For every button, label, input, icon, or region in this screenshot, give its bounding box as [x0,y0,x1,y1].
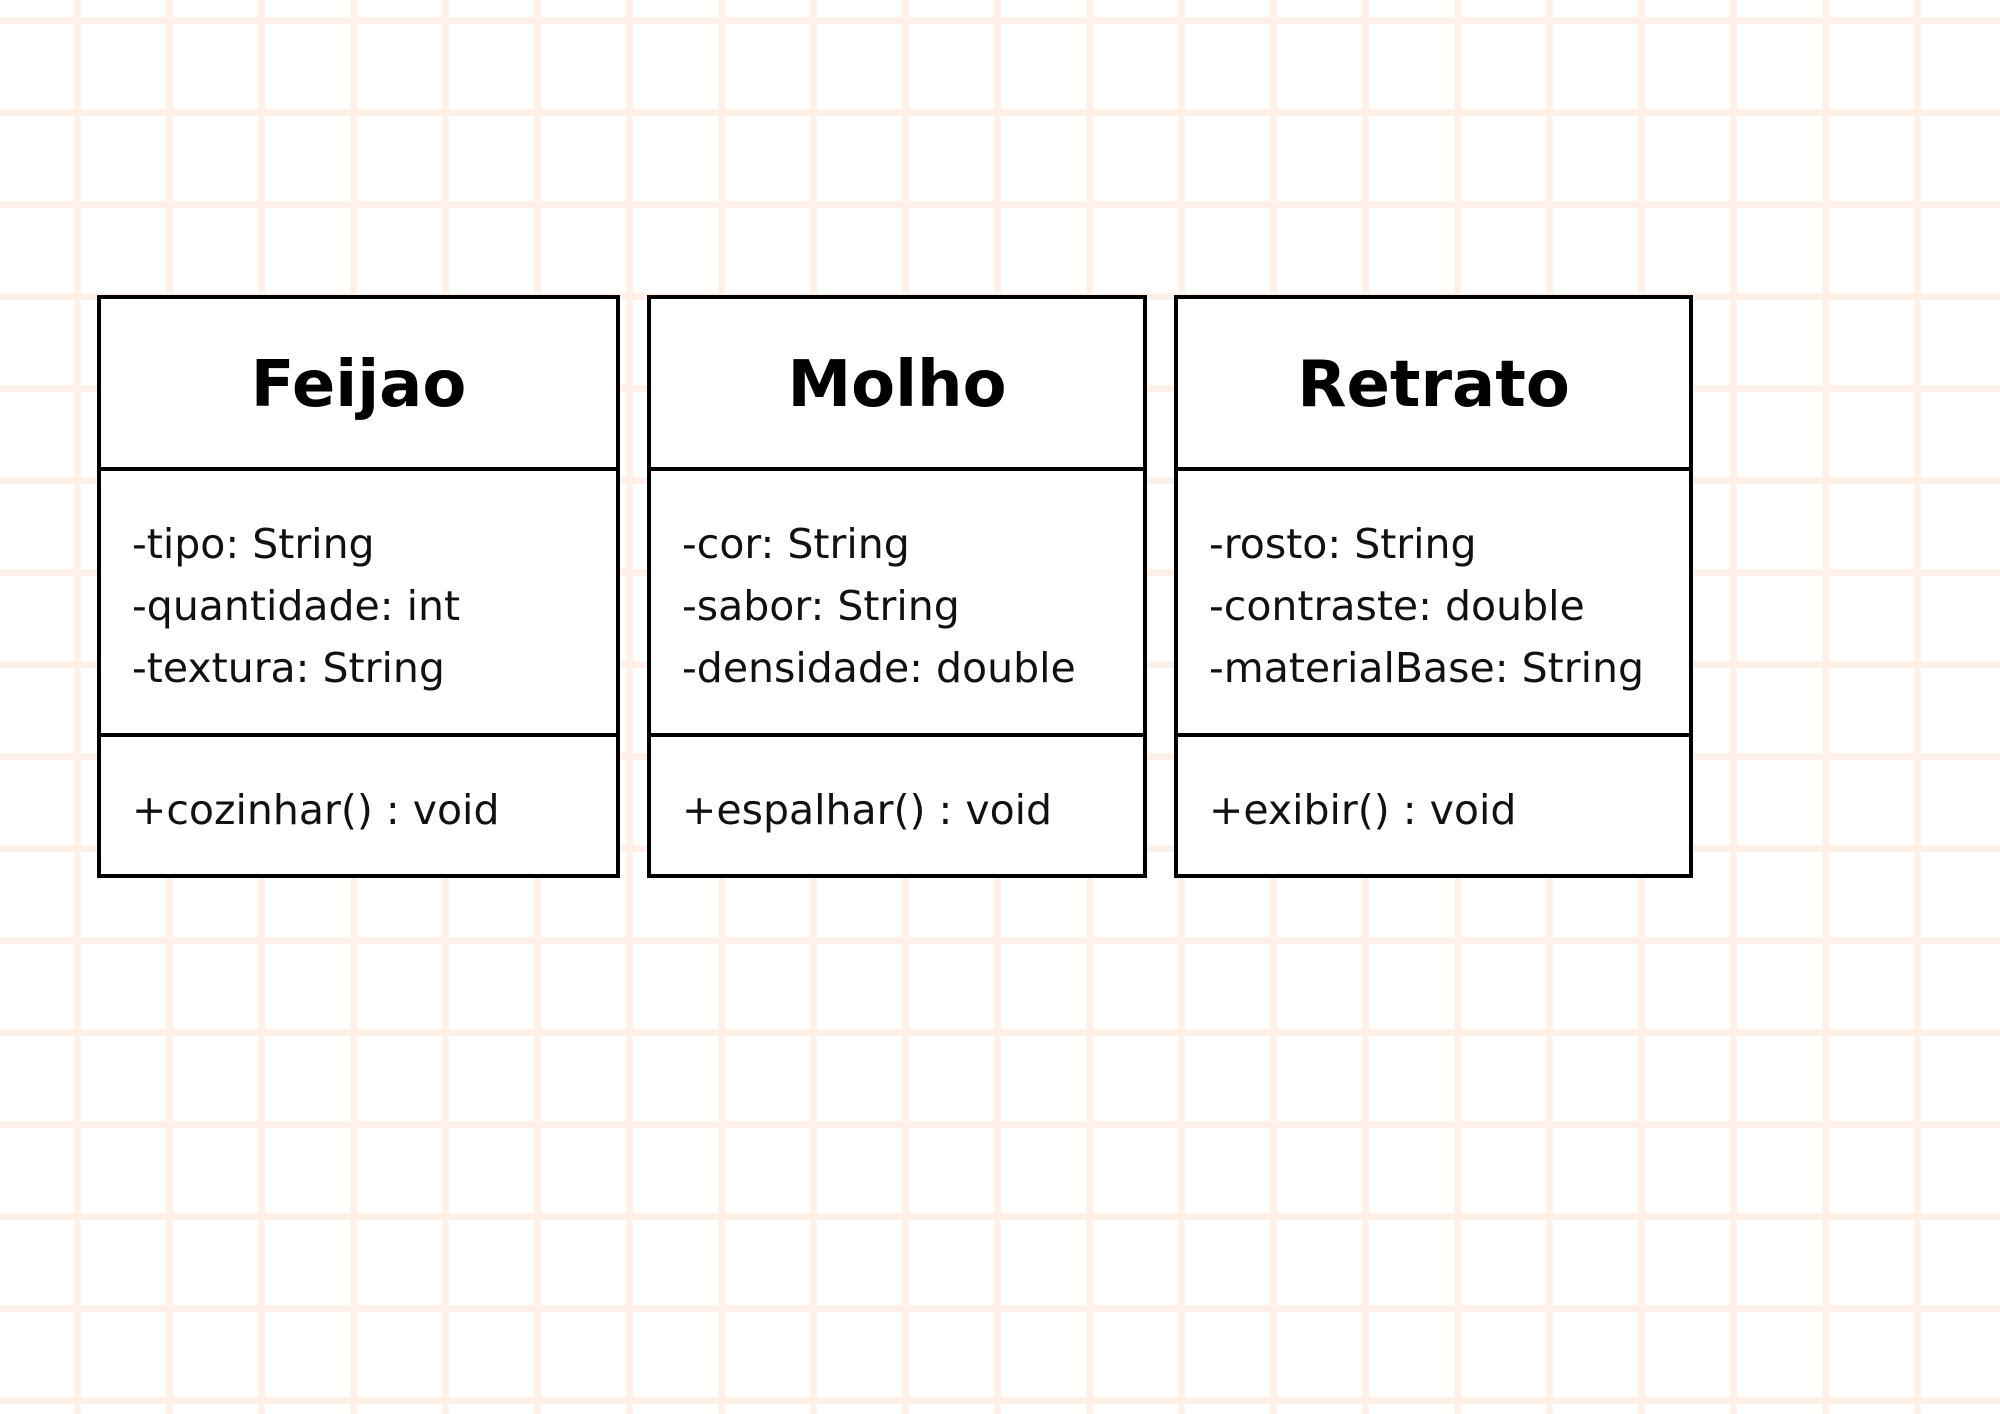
attribute: -textura: String [132,644,445,692]
class-box-retrato: Retrato -rosto: String -contraste: doubl… [1174,295,1693,878]
methods-compartment: +espalhar() : void [651,737,1143,874]
attribute: -quantidade: int [132,582,461,630]
method: +cozinhar() : void [132,786,500,834]
class-box-molho: Molho -cor: String -sabor: String -densi… [647,295,1147,878]
attribute: -densidade: double [682,644,1076,692]
attribute: -sabor: String [682,582,960,630]
attribute: -tipo: String [132,520,375,568]
class-name: Feijao [101,299,616,471]
attributes-compartment: -tipo: String -quantidade: int -textura:… [101,471,616,737]
class-name: Molho [651,299,1143,471]
attributes-compartment: -rosto: String -contraste: double -mater… [1178,471,1689,737]
class-name: Retrato [1178,299,1689,471]
method: +espalhar() : void [682,786,1053,834]
methods-compartment: +cozinhar() : void [101,737,616,874]
attributes-compartment: -cor: String -sabor: String -densidade: … [651,471,1143,737]
attribute: -rosto: String [1209,520,1477,568]
attribute: -materialBase: String [1209,644,1644,692]
class-box-feijao: Feijao -tipo: String -quantidade: int -t… [97,295,620,878]
method: +exibir() : void [1209,786,1517,834]
attribute: -contraste: double [1209,582,1585,630]
attribute: -cor: String [682,520,910,568]
methods-compartment: +exibir() : void [1178,737,1689,874]
